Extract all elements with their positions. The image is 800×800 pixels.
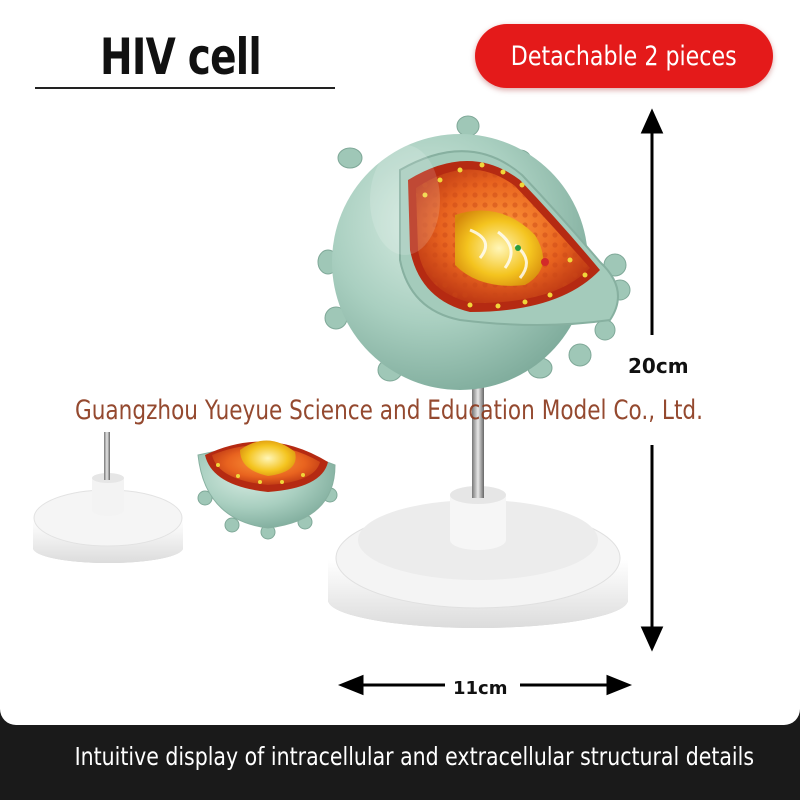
page-title: HIV cell bbox=[100, 28, 262, 86]
hiv-virus-model bbox=[317, 115, 631, 390]
feature-caption-text: Intuitive display of intracellular and e… bbox=[74, 742, 755, 771]
title-underline bbox=[35, 87, 335, 89]
width-label: 11cm bbox=[453, 678, 508, 699]
feature-caption: Intuitive display of intracellular and e… bbox=[0, 742, 800, 771]
height-label: 20cm bbox=[628, 354, 689, 378]
hiv-model-photo bbox=[33, 108, 664, 696]
main-stand bbox=[328, 380, 628, 628]
detachable-badge-label: Detachable 2 pieces bbox=[511, 40, 737, 72]
detachable-badge: Detachable 2 pieces bbox=[475, 24, 773, 88]
detached-stand bbox=[33, 432, 183, 563]
height-arrow bbox=[640, 108, 664, 652]
company-watermark: Guangzhou Yueyue Science and Education M… bbox=[75, 395, 704, 426]
product-card: HIV cell Detachable 2 pieces 20cm 11cm G… bbox=[0, 0, 800, 725]
width-arrow bbox=[337, 674, 633, 696]
detached-half-model bbox=[197, 440, 338, 540]
